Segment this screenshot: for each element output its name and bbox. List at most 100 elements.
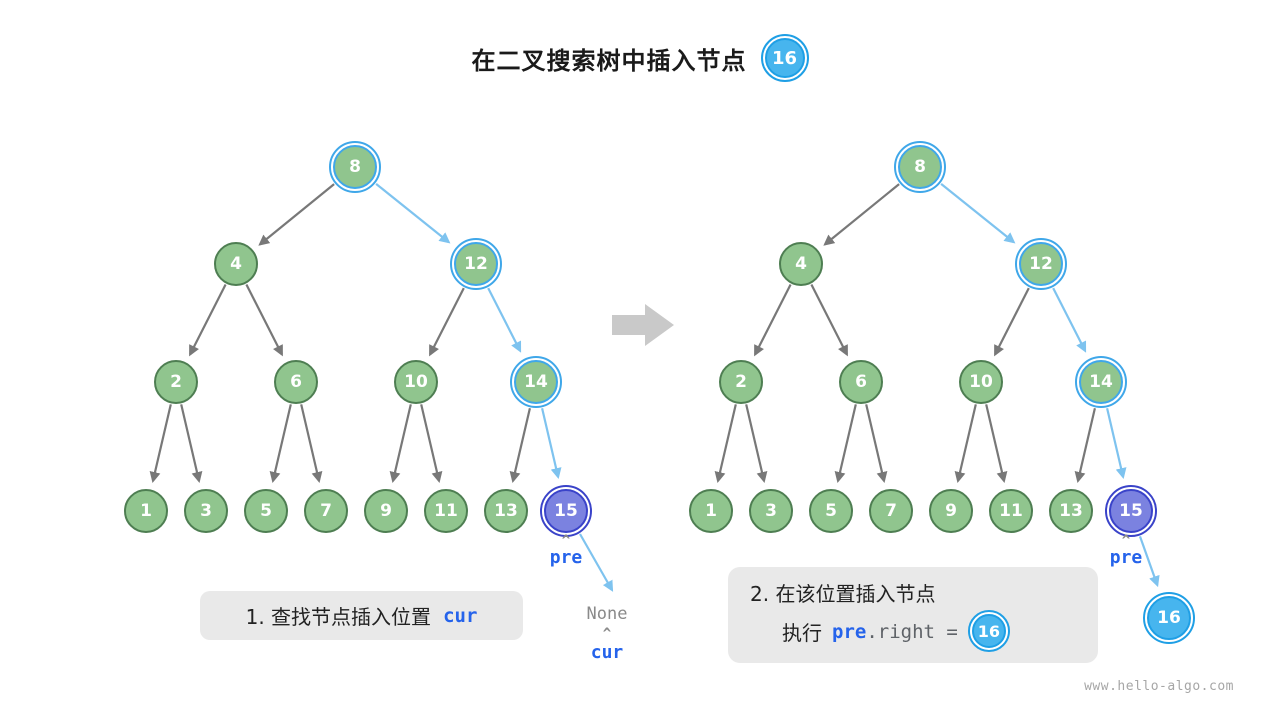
- tree-edge: [810, 284, 848, 357]
- tree-edge: [823, 183, 900, 246]
- tree-node-before-12: 12: [450, 238, 502, 290]
- node-value: 8: [349, 157, 361, 177]
- node-value: 6: [855, 372, 867, 392]
- node-circle: [1109, 489, 1153, 533]
- node-value: 9: [380, 501, 392, 521]
- node-circle: [898, 145, 942, 189]
- title-node-badge-value: 16: [764, 38, 805, 78]
- node-value: 12: [464, 254, 488, 274]
- tree-node-after-6: 6: [839, 360, 883, 404]
- tree-node-after-12: 12: [1015, 238, 1067, 290]
- node-value: 4: [795, 254, 807, 274]
- node-value: 2: [170, 372, 182, 392]
- tree-node-before-3: 3: [184, 489, 228, 533]
- step2-exec-text: 执行: [782, 620, 822, 645]
- step2-code-pre: pre: [832, 621, 867, 643]
- node-value: 2: [735, 372, 747, 392]
- tree-edge: [714, 404, 737, 483]
- node-value: 8: [914, 157, 926, 177]
- tree-node-before-8: 8: [329, 141, 381, 193]
- node-circle: [839, 360, 883, 404]
- tree-node-after-1: 1: [689, 489, 733, 533]
- tree-edge: [269, 404, 292, 483]
- tree-edge: [180, 404, 203, 483]
- node-circle: [184, 489, 228, 533]
- node-value: 10: [969, 372, 993, 392]
- tree-node-after-8: 8: [894, 141, 946, 193]
- tree-edge: [300, 404, 323, 483]
- tree-edge: [954, 404, 977, 483]
- pre-pointer-label-right: ^ pre: [1086, 534, 1166, 568]
- tree-node-before-4: 4: [214, 242, 258, 286]
- node-value: 7: [885, 501, 897, 521]
- node-circle: [929, 489, 973, 533]
- tree-node-after-9: 9: [929, 489, 973, 533]
- node-circle: [244, 489, 288, 533]
- tree-node-before-5: 5: [244, 489, 288, 533]
- cur-pointer-label: None ^ cur: [567, 603, 647, 663]
- node-circle: [454, 242, 498, 286]
- node-circle: [809, 489, 853, 533]
- tree-edge: [420, 404, 443, 483]
- highlight-ring: [510, 356, 562, 408]
- node-circle: [544, 489, 588, 533]
- tree-edge: [1138, 536, 1160, 588]
- tree-node-before-1: 1: [124, 489, 168, 533]
- node-circle: [333, 145, 377, 189]
- tree-edge: [940, 183, 1016, 244]
- highlight-ring: [1075, 356, 1127, 408]
- tree-edge: [189, 284, 227, 357]
- node-value: 3: [765, 501, 777, 521]
- step2-caption-line1: 2. 在该位置插入节点: [750, 582, 936, 606]
- none-value-text: None: [586, 604, 628, 624]
- tree-edge: [1052, 287, 1087, 353]
- step1-caption-code: cur: [443, 604, 478, 627]
- tree-edge: [579, 533, 614, 592]
- tree-node-before-9: 9: [364, 489, 408, 533]
- node-circle: [719, 360, 763, 404]
- step2-caption: 2. 在该位置插入节点 执行 pre.right = 16: [728, 567, 1098, 663]
- node-circle: [274, 360, 318, 404]
- node-value: 14: [524, 372, 548, 392]
- tree-node-before-7: 7: [304, 489, 348, 533]
- tree-edge: [389, 404, 412, 483]
- tree-node-before-11: 11: [424, 489, 468, 533]
- tree-node-after-7: 7: [869, 489, 913, 533]
- tree-edge: [985, 404, 1008, 483]
- transition-arrow: [612, 304, 674, 346]
- node-circle: [1079, 360, 1123, 404]
- node-value: 16: [1157, 608, 1181, 628]
- tree-edge: [375, 183, 451, 244]
- node-value: 4: [230, 254, 242, 274]
- node-value: 12: [1029, 254, 1053, 274]
- tree-edge: [149, 404, 172, 483]
- node-value: 15: [1119, 501, 1143, 521]
- tree-edge: [541, 408, 562, 480]
- tree-edge: [754, 284, 792, 357]
- tree-node-after-14: 14: [1075, 356, 1127, 408]
- node-circle: [869, 489, 913, 533]
- tree-node-after-15: 15: [1105, 485, 1157, 537]
- step2-code-rest: .right =: [866, 621, 958, 643]
- highlight-ring: [894, 141, 946, 193]
- tree-edge: [258, 183, 335, 246]
- tree-node-before-10: 10: [394, 360, 438, 404]
- node-circle: [689, 489, 733, 533]
- tree-edge: [1106, 408, 1127, 480]
- step1-caption: 1. 查找节点插入位置 cur: [200, 591, 523, 640]
- node-circle: [1147, 596, 1191, 640]
- caret-up-icon: ^: [602, 626, 612, 642]
- pre-label-text: pre: [549, 547, 583, 568]
- edges-layer: [149, 183, 1160, 592]
- cur-label-text: cur: [590, 642, 624, 663]
- node-value: 9: [945, 501, 957, 521]
- tree-edge: [745, 404, 768, 483]
- node-circle: [959, 360, 1003, 404]
- tree-node-after-10: 10: [959, 360, 1003, 404]
- highlight-ring: [450, 238, 502, 290]
- tree-node-before-15: 15: [540, 485, 592, 537]
- highlight-ring: [329, 141, 381, 193]
- node-circle: [364, 489, 408, 533]
- inserted-node-badge: 16: [967, 610, 1010, 652]
